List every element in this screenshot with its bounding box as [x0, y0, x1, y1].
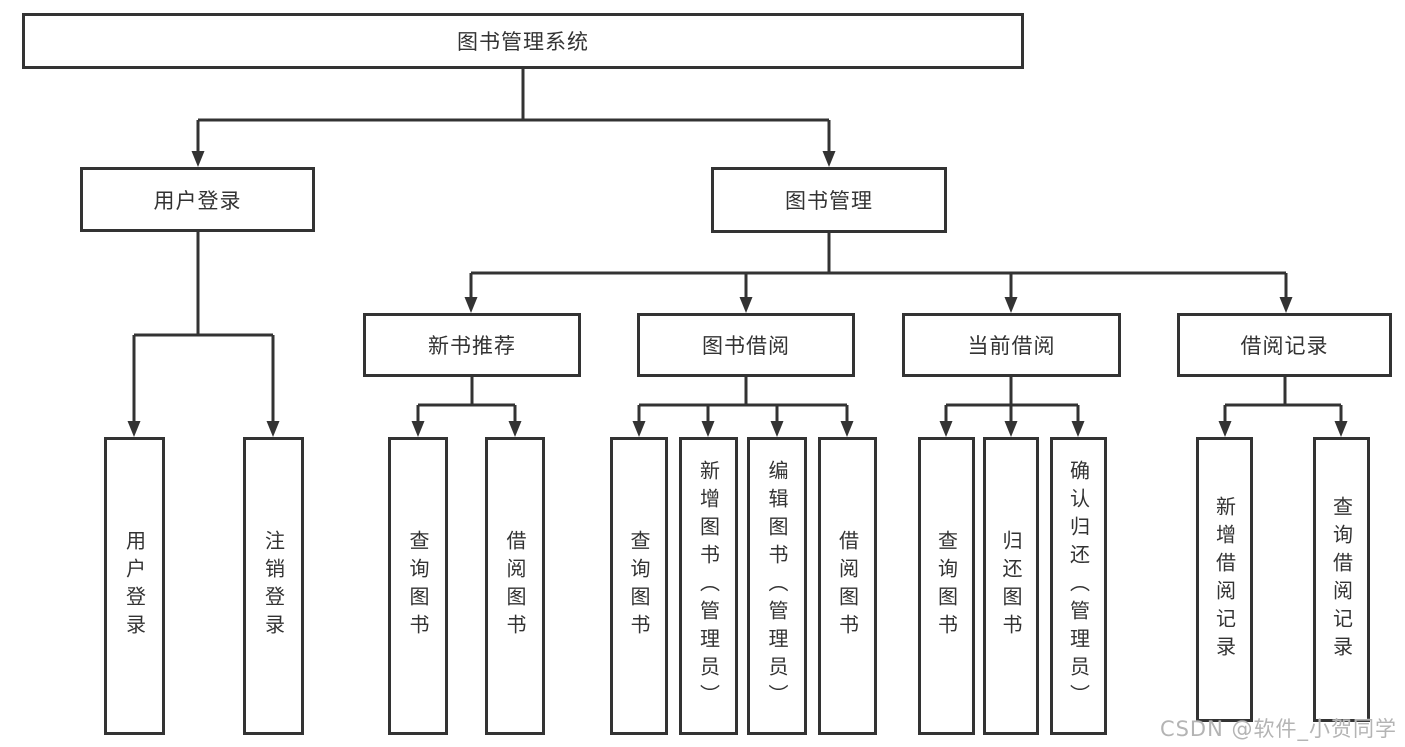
node-label: 注销登录 — [261, 530, 286, 642]
node-label: 图书管理系统 — [457, 30, 589, 54]
node-label: 编辑图书（管理员） — [765, 460, 789, 712]
node-label: 借阅图书 — [835, 530, 860, 642]
node-book-management: 图书管理 — [711, 167, 947, 233]
node-leaf-return-books: 归还图书 — [983, 437, 1039, 735]
node-leaf-query-books-recommend: 查询图书 — [388, 437, 448, 735]
node-leaf-user-login: 用户登录 — [104, 437, 165, 735]
node-leaf-borrow-books: 借阅图书 — [818, 437, 877, 735]
node-label: 查询图书 — [627, 530, 651, 642]
node-current-borrow: 当前借阅 — [902, 313, 1121, 377]
node-label: 图书管理 — [785, 189, 873, 213]
node-root-library-system: 图书管理系统 — [22, 13, 1024, 69]
node-label: 用户登录 — [122, 530, 147, 642]
node-label: 查询图书 — [934, 530, 959, 642]
node-label: 图书借阅 — [702, 334, 790, 358]
node-borrow-records: 借阅记录 — [1177, 313, 1392, 377]
csdn-watermark: CSDN @软件_小贺同学 — [1159, 717, 1397, 741]
node-leaf-borrow-books-recommend: 借阅图书 — [485, 437, 545, 735]
node-label: 归还图书 — [999, 530, 1023, 642]
node-user-login-branch: 用户登录 — [80, 167, 315, 232]
node-book-borrow: 图书借阅 — [637, 313, 855, 377]
node-label: 新增借阅记录 — [1212, 495, 1237, 664]
node-leaf-query-books-borrow: 查询图书 — [610, 437, 668, 735]
node-label: 查询借阅记录 — [1329, 495, 1354, 664]
node-leaf-query-borrow-record: 查询借阅记录 — [1313, 437, 1370, 722]
node-label: 借阅记录 — [1240, 334, 1329, 358]
node-leaf-query-books-current: 查询图书 — [918, 437, 975, 735]
node-label: 新书推荐 — [428, 334, 516, 358]
node-label: 用户登录 — [153, 188, 242, 213]
node-label: 借阅图书 — [503, 530, 527, 642]
node-label: 新增图书（管理员） — [696, 460, 721, 712]
node-leaf-add-books-admin: 新增图书（管理员） — [679, 437, 738, 735]
node-leaf-confirm-return-admin: 确认归还（管理员） — [1050, 437, 1107, 735]
node-leaf-add-borrow-record: 新增借阅记录 — [1196, 437, 1253, 722]
node-label: 确认归还（管理员） — [1066, 460, 1091, 712]
node-label: 当前借阅 — [967, 334, 1056, 358]
node-leaf-logout: 注销登录 — [243, 437, 304, 735]
node-new-book-recommend: 新书推荐 — [363, 313, 581, 377]
node-leaf-edit-books-admin: 编辑图书（管理员） — [747, 437, 807, 735]
node-label: 查询图书 — [406, 530, 430, 642]
